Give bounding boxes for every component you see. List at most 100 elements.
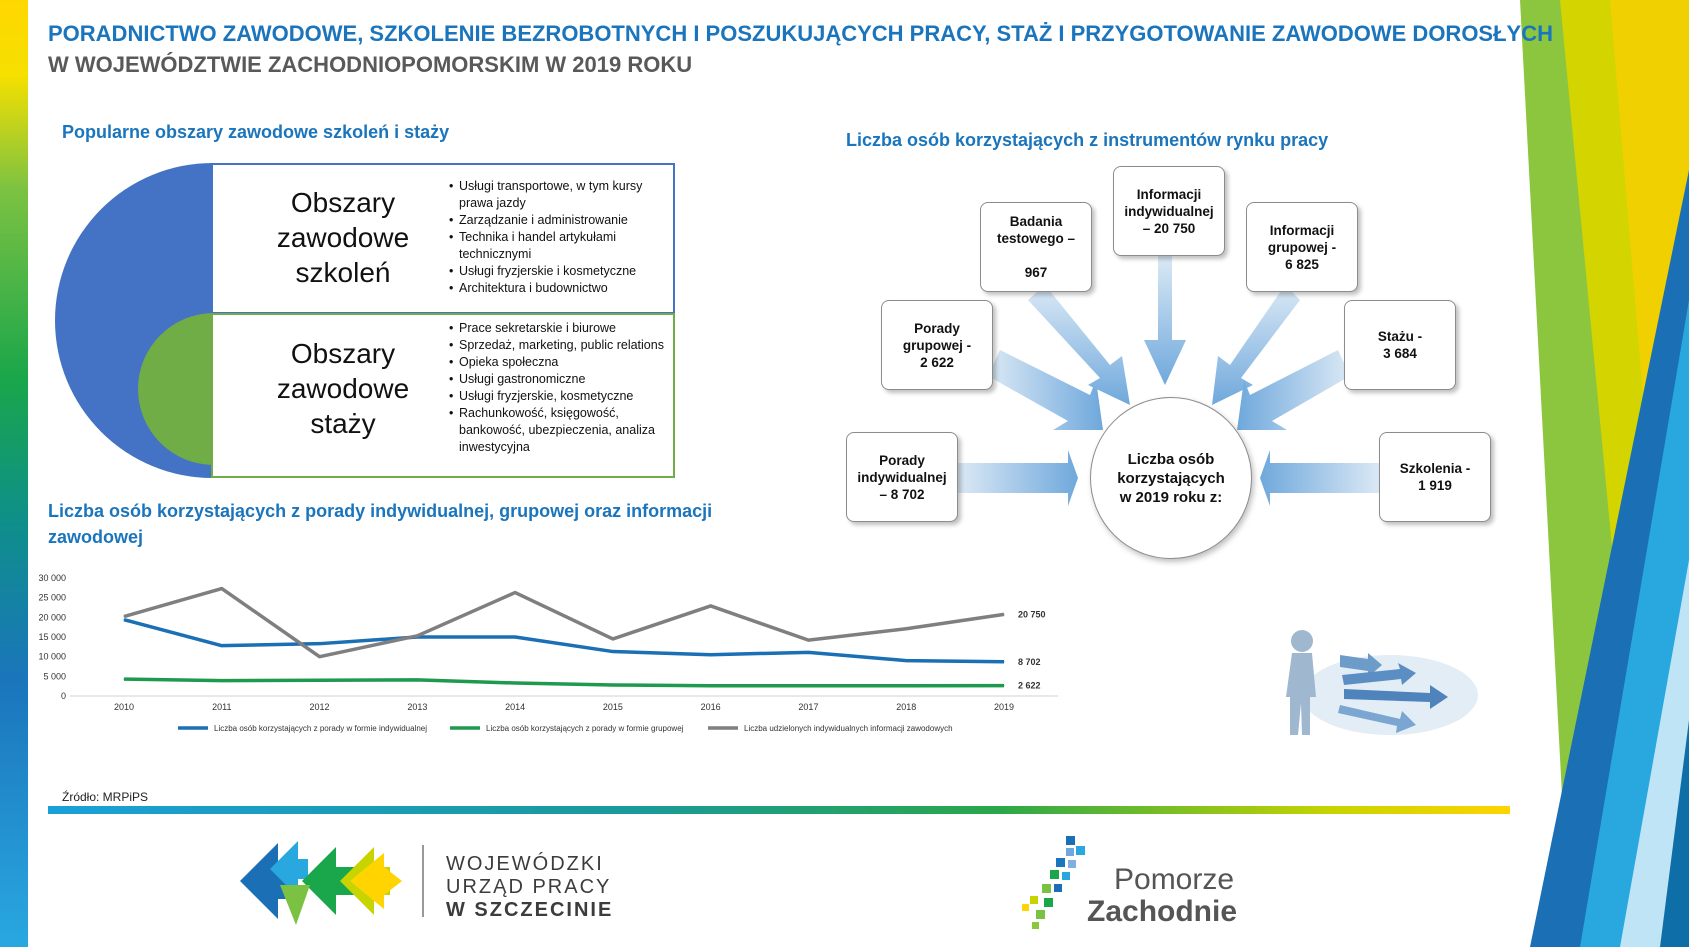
series-line-1 [123, 618, 1005, 664]
chart-heading: Liczba osób korzystających z porady indy… [48, 501, 713, 547]
training-areas-title: Obszary zawodowe szkoleń [276, 187, 410, 288]
data-point [123, 616, 125, 618]
internship-areas-box: Obszary zawodowe staży Prace sekretarski… [211, 313, 675, 478]
x-tick-label: 2017 [798, 702, 818, 712]
arrow-info-group [1212, 285, 1300, 405]
training-area-item: Architektura i budownictwo [449, 280, 667, 297]
y-tick-label: 30 000 [38, 573, 66, 583]
internship-area-item: Prace sekretarskie i biurowe [449, 320, 671, 337]
arrow-training [1260, 450, 1380, 506]
x-tick-label: 2018 [896, 702, 916, 712]
areas-heading: Popularne obszary zawodowe szkoleń i sta… [62, 122, 450, 142]
y-tick-label: 25 000 [38, 593, 66, 603]
person-arrows-illustration [1286, 630, 1478, 735]
data-point [1003, 685, 1005, 687]
wup-line3: W SZCZECINIE [446, 899, 614, 921]
data-point [710, 685, 712, 687]
diagram-heading: Liczba osób korzystających z instrumentó… [846, 130, 1329, 150]
data-point [905, 628, 907, 630]
data-point [905, 660, 907, 662]
page-subtitle: W WOJEWÓDZTWIE ZACHODNIOPOMORSKIM W 2019… [48, 52, 693, 77]
data-point [710, 654, 712, 656]
x-tick-label: 2011 [212, 702, 231, 712]
data-point [514, 682, 516, 684]
training-area-item: Usługi transportowe, w tym kursy prawa j… [449, 178, 667, 212]
node-group-information: Informacji grupowej - 6 825 [1246, 202, 1358, 292]
y-tick-label: 0 [61, 691, 66, 701]
data-point [612, 684, 614, 686]
x-tick-label: 2014 [505, 702, 525, 712]
x-tick-label: 2010 [114, 702, 134, 712]
right-decor-stripes [1520, 0, 1689, 947]
left-color-bar [0, 0, 28, 947]
data-point [416, 679, 418, 681]
arrow-tests [1028, 285, 1130, 405]
data-point [807, 651, 809, 653]
data-point [123, 619, 125, 621]
legend-label: Liczba udzielonych indywidualnych inform… [744, 724, 953, 733]
y-tick-label: 20 000 [38, 612, 66, 622]
series-end-label: 2 622 [1018, 681, 1041, 691]
training-areas-list: Usługi transportowe, w tym kursy prawa j… [449, 178, 667, 297]
data-point [319, 679, 321, 681]
data-point [710, 605, 712, 607]
training-area-item: Zarządzanie i administrowanie [449, 212, 667, 229]
data-point [905, 685, 907, 687]
page-title: PORADNICTWO ZAWODOWE, SZKOLENIE BEZROBOT… [48, 21, 1553, 46]
data-point [1003, 661, 1005, 663]
x-tick-label: 2013 [407, 702, 427, 712]
internship-area-item: Usługi gastronomiczne [449, 371, 671, 388]
internship-areas-list: Prace sekretarskie i biuroweSprzedaż, ma… [449, 320, 671, 456]
series-end-label: 8 702 [1018, 657, 1041, 667]
line-chart: 0 5 000 10 000 15 000 20 000 25 000 30 000 2010… [38, 573, 1058, 733]
internship-area-item: Sprzedaż, marketing, public relations [449, 337, 671, 354]
arrow-individual [958, 450, 1078, 506]
data-point [1003, 613, 1005, 615]
node-aptitude-tests: Badania testowego – 967 [980, 202, 1092, 292]
arrow-internship [1237, 350, 1350, 430]
y-tick-label: 5 000 [43, 671, 66, 681]
legend-label: Liczba osób korzystających z porady w fo… [214, 724, 427, 733]
data-point [807, 639, 809, 641]
data-point [807, 685, 809, 687]
data-point [319, 643, 321, 645]
data-point [416, 635, 418, 637]
node-individual-advice: Porady indywidualnej – 8 702 [846, 432, 958, 522]
series-line-2 [123, 677, 1005, 688]
x-tick-label: 2012 [310, 702, 330, 712]
training-areas-box: Obszary zawodowe szkoleń Usługi transpor… [211, 163, 675, 314]
bottom-gradient-line [48, 806, 1510, 814]
pomorze-zachodnie-logo-icon [1022, 836, 1085, 929]
data-point [612, 651, 614, 653]
node-internship: Stażu - 3 684 [1344, 300, 1456, 390]
data-point [221, 645, 223, 647]
x-tick-label: 2015 [603, 702, 623, 712]
wup-line2: URZĄD PRACY [446, 876, 612, 898]
pz-line2: Zachodnie [1087, 895, 1238, 928]
data-point [221, 680, 223, 682]
data-point [514, 592, 516, 594]
node-training: Szkolenia - 1 919 [1379, 432, 1491, 522]
source-note: Źródło: MRPiPS [62, 790, 149, 804]
data-point [221, 588, 223, 590]
y-tick-label: 10 000 [38, 652, 66, 662]
data-point [514, 636, 516, 638]
internship-area-item: Rachunkowość, księgowość, bankowość, ube… [449, 405, 671, 456]
wup-logo-text: WOJEWÓDZKI URZĄD PRACY W SZCZECINIE [446, 853, 613, 922]
wup-logo-icon [240, 841, 402, 925]
arrow-group [988, 350, 1103, 430]
data-point [123, 678, 125, 680]
wup-logo-separator [422, 845, 424, 917]
x-tick-label: 2019 [994, 702, 1014, 712]
node-individual-information: Informacji indywidualnej – 20 750 [1113, 166, 1225, 256]
series-line-3 [123, 586, 1005, 659]
arrow-info-individual [1144, 256, 1186, 385]
training-area-item: Usługi fryzjerskie i kosmetyczne [449, 263, 667, 280]
x-tick-label: 2016 [701, 702, 721, 712]
internship-area-item: Usługi fryzjerskie, kosmetyczne [449, 388, 671, 405]
y-tick-label: 15 000 [38, 632, 66, 642]
diagram-arrows [958, 256, 1380, 506]
pz-line1: Pomorze [1114, 863, 1235, 896]
data-point [612, 638, 614, 640]
data-point [319, 656, 321, 658]
